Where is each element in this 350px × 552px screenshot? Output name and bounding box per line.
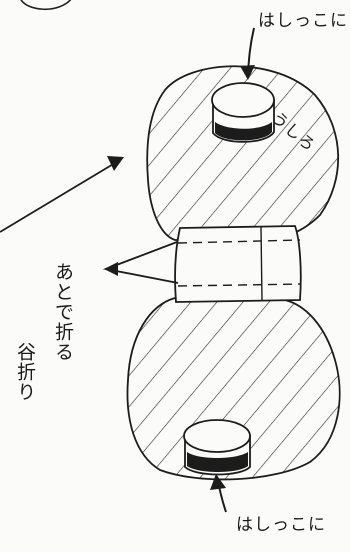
- top-edge-label: はしっこに: [258, 11, 348, 31]
- arrow-bottom-up-icon: [210, 474, 227, 513]
- fold-panel: [174, 225, 302, 303]
- bottom-bottle-cap: [183, 419, 251, 476]
- arrow-diagonal-icon: [0, 156, 124, 233]
- upper-blob: [146, 65, 340, 241]
- bottom-edge-label: はしっこに: [236, 515, 326, 535]
- fold-later-label: あとで折る: [51, 262, 74, 362]
- pointer-triangle-icon: [102, 241, 179, 284]
- valley-fold-label: 谷折り: [13, 342, 36, 402]
- corner-arc: [20, 0, 72, 10]
- top-bottle-cap: [211, 82, 275, 143]
- arrow-top-down-icon: [240, 27, 255, 80]
- lower-blob: [126, 297, 341, 481]
